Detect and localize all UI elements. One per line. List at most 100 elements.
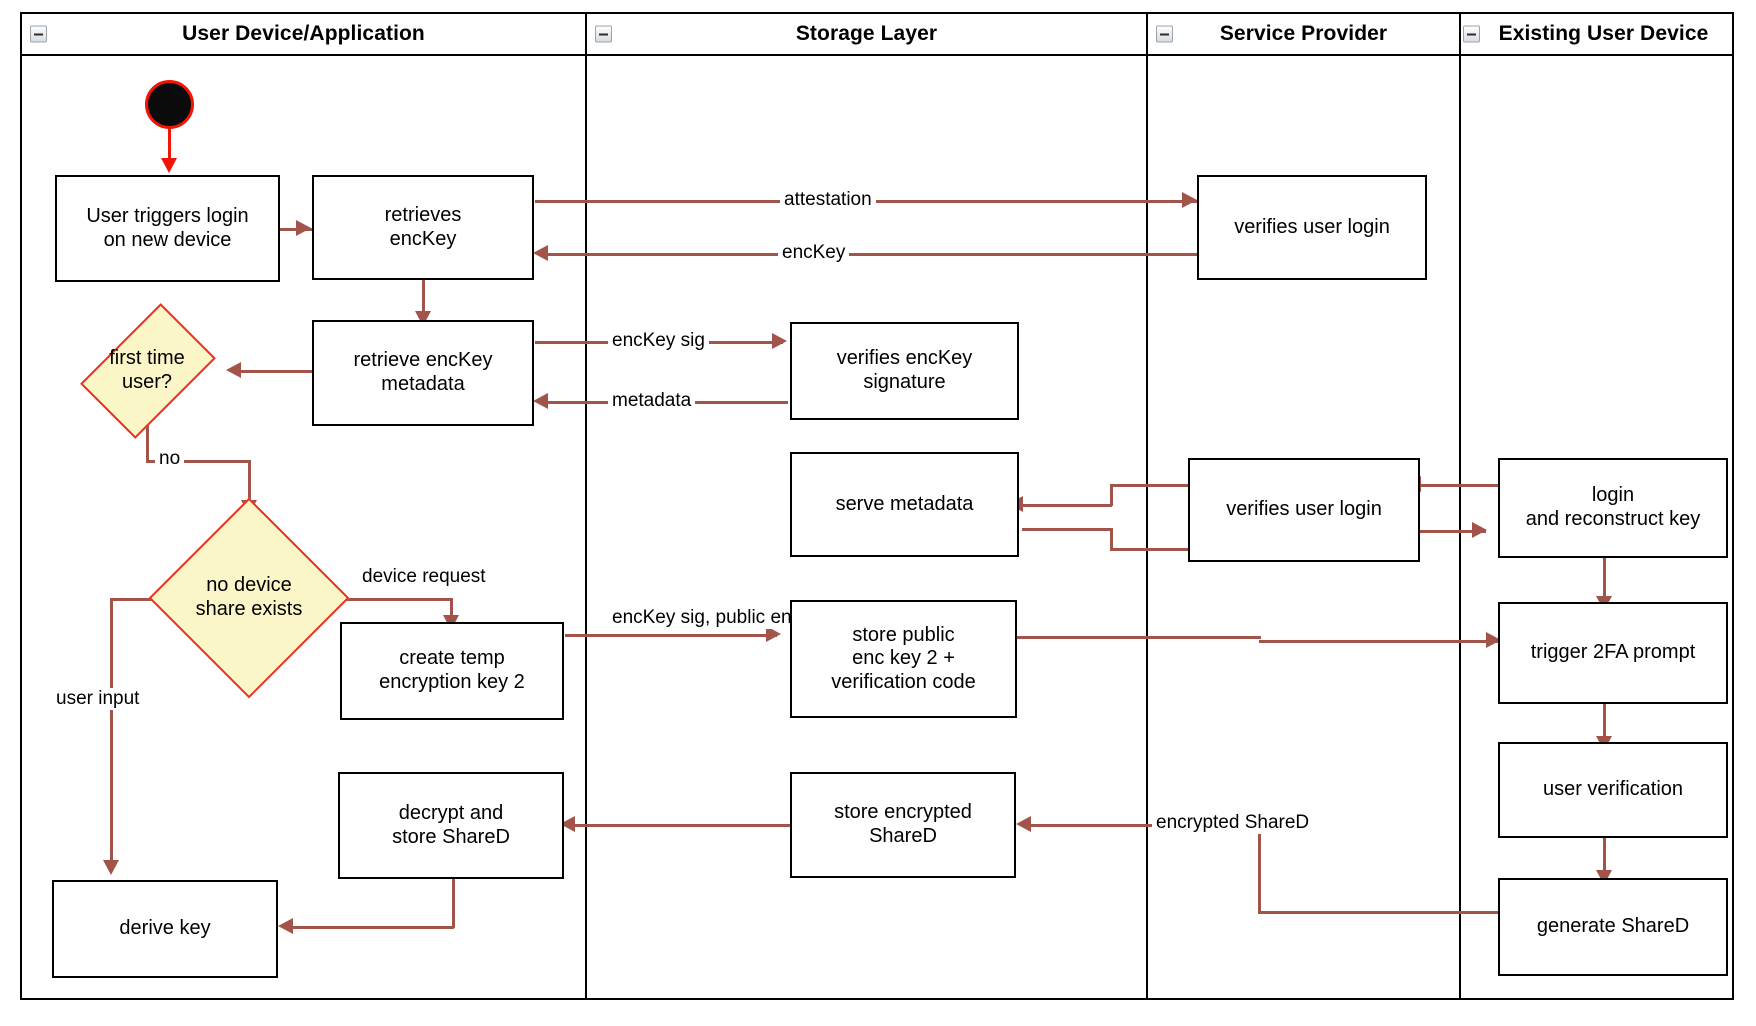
node-retrieves-enckey[interactable]: retrieves encKey	[312, 175, 534, 280]
edge-login-to-2fa	[1603, 558, 1606, 602]
collapse-icon[interactable]	[1463, 25, 1480, 43]
node-verifies-user-login-2[interactable]: verifies user login	[1188, 458, 1420, 562]
node-label-line1: create temp	[399, 647, 505, 670]
node-label-line2: metadata	[381, 373, 465, 395]
node-label-line2: store ShareD	[392, 825, 510, 848]
edge-label-encrypted-shared: encrypted ShareD	[1152, 812, 1314, 834]
collapse-icon[interactable]	[1156, 25, 1173, 43]
arrowhead-left	[226, 362, 241, 378]
lane-divider-existing-user-device	[1459, 56, 1461, 998]
edge-label-attestation: attestation	[780, 189, 876, 211]
swimlane-pool	[20, 12, 1734, 1000]
lane-divider-storage-layer	[585, 56, 587, 998]
node-label-line3: verification code	[831, 670, 976, 693]
edge-retrieves-to-metadata	[422, 278, 425, 318]
node-label: derive key	[119, 917, 211, 940]
edge-verifies2-to-serve-a	[1110, 484, 1222, 487]
node-verifies-user-login-1[interactable]: verifies user login	[1197, 175, 1427, 280]
lane-header-service-provider[interactable]: Service Provider	[1146, 14, 1459, 56]
arrowhead-right	[766, 626, 781, 642]
node-label-line1: retrieve encKey	[353, 349, 493, 372]
node-label-line1: store encrypted	[834, 801, 972, 824]
arrowhead-right	[772, 333, 787, 349]
edge-user-verification-to-generate	[1603, 838, 1606, 878]
node-generate-shared[interactable]: generate ShareD	[1498, 878, 1728, 976]
node-label-line2: ShareD	[869, 825, 937, 847]
node-label-line1: decrypt and	[398, 801, 504, 824]
arrowhead-right	[1472, 522, 1487, 538]
decision-first-time-user[interactable]: first time user?	[69, 303, 225, 439]
lane-title-service-provider: Service Provider	[1219, 22, 1388, 45]
lane-title-user-device: User Device/Application	[182, 22, 425, 45]
node-decrypt-and-store-shared[interactable]: decrypt and store ShareD	[338, 772, 564, 879]
arrowhead-right	[296, 220, 311, 236]
node-login-and-reconstruct-key[interactable]: login and reconstruct key	[1498, 458, 1728, 558]
arrowhead-left	[533, 245, 548, 261]
edge-firsttime-down	[146, 418, 149, 462]
edge-label-line1: encKey sig,	[612, 607, 711, 628]
edge-user-input-horizontal	[110, 598, 168, 601]
lane-header-storage-layer[interactable]: Storage Layer	[585, 14, 1146, 56]
lane-header-existing-user-device[interactable]: Existing User Device	[1459, 14, 1732, 56]
edge-generate-to-store-a	[1258, 911, 1498, 914]
decision-label-line1: no device	[206, 574, 292, 597]
edge-label-no: no	[155, 448, 185, 470]
node-user-verification[interactable]: user verification	[1498, 742, 1728, 838]
node-label-line2: and reconstruct key	[1525, 508, 1701, 530]
collapse-icon[interactable]	[30, 25, 47, 43]
node-label: serve metadata	[835, 492, 974, 515]
node-label: verifies user login	[1226, 498, 1382, 521]
node-store-public-enc-key-2[interactable]: store public enc key 2 + verification co…	[790, 600, 1017, 718]
edge-user-input-vertical	[110, 598, 113, 868]
node-label: user verification	[1542, 778, 1684, 801]
edge-no-vertical-down	[248, 460, 251, 507]
node-user-triggers-login[interactable]: User triggers login on new device	[55, 175, 280, 282]
decision-label: first time user?	[69, 326, 225, 416]
edge-serve-to-verifies2-a	[1022, 528, 1112, 531]
node-serve-metadata[interactable]: serve metadata	[790, 452, 1019, 557]
edge-start-to-user-triggers-login	[168, 127, 171, 165]
edge-verifies2-to-serve-b	[1022, 504, 1112, 507]
edge-device-request	[330, 598, 452, 601]
edge-2fa-to-user-verification	[1603, 704, 1606, 742]
node-label: trigger 2FA prompt	[1530, 641, 1696, 664]
collapse-icon[interactable]	[595, 25, 612, 43]
edge-decrypt-to-derive-vert	[452, 878, 455, 928]
edge-generate-to-store-vert	[1258, 826, 1261, 913]
node-create-temp-encryption-key-2[interactable]: create temp encryption key 2	[340, 622, 564, 720]
start-node	[145, 80, 194, 129]
decision-label: no device share exists	[168, 522, 330, 674]
node-label-line1: login	[1591, 484, 1635, 507]
node-verifies-enckey-signature[interactable]: verifies encKey signature	[790, 322, 1019, 420]
edge-label-user-input: user input	[52, 688, 144, 710]
node-label-line1: verifies encKey	[836, 347, 973, 370]
decision-label-line2: share exists	[195, 598, 303, 620]
edge-label-enckey: encKey	[778, 242, 850, 264]
node-store-encrypted-shared[interactable]: store encrypted ShareD	[790, 772, 1016, 878]
edge-store-public-to-2fa-a	[1013, 636, 1261, 639]
edge-device-request-down	[450, 598, 453, 622]
node-trigger-2fa-prompt[interactable]: trigger 2FA prompt	[1498, 602, 1728, 704]
edge-label-enckey-sig: encKey sig	[608, 330, 709, 352]
lane-divider-service-provider	[1146, 56, 1148, 998]
lane-title-existing-user-device: Existing User Device	[1498, 22, 1709, 45]
edge-metadata-to-first-time-user	[240, 370, 312, 373]
node-label: generate ShareD	[1536, 915, 1690, 938]
edge-serve-to-verifies2-b	[1110, 548, 1222, 551]
decision-no-device-share-exists[interactable]: no device share exists	[148, 497, 350, 699]
edge-label-device-request: device request	[358, 566, 490, 588]
decision-label-line2: user?	[121, 371, 173, 393]
edge-verifies2-to-login	[1420, 530, 1486, 533]
decision-label-line1: first time	[109, 347, 185, 370]
node-retrieve-enckey-metadata[interactable]: retrieve encKey metadata	[312, 320, 534, 426]
node-label-line2: signature	[863, 371, 946, 393]
edge-enckey-return	[548, 253, 1197, 256]
edge-no-horizontal	[146, 460, 251, 463]
node-derive-key[interactable]: derive key	[52, 880, 278, 978]
lane-header-user-device[interactable]: User Device/Application	[22, 14, 585, 56]
arrowhead-right	[1486, 632, 1501, 648]
edge-store-public-to-2fa-b	[1259, 640, 1501, 643]
edge-serve-to-verifies2-jog	[1110, 528, 1113, 550]
edge-store-to-decrypt	[575, 824, 790, 827]
